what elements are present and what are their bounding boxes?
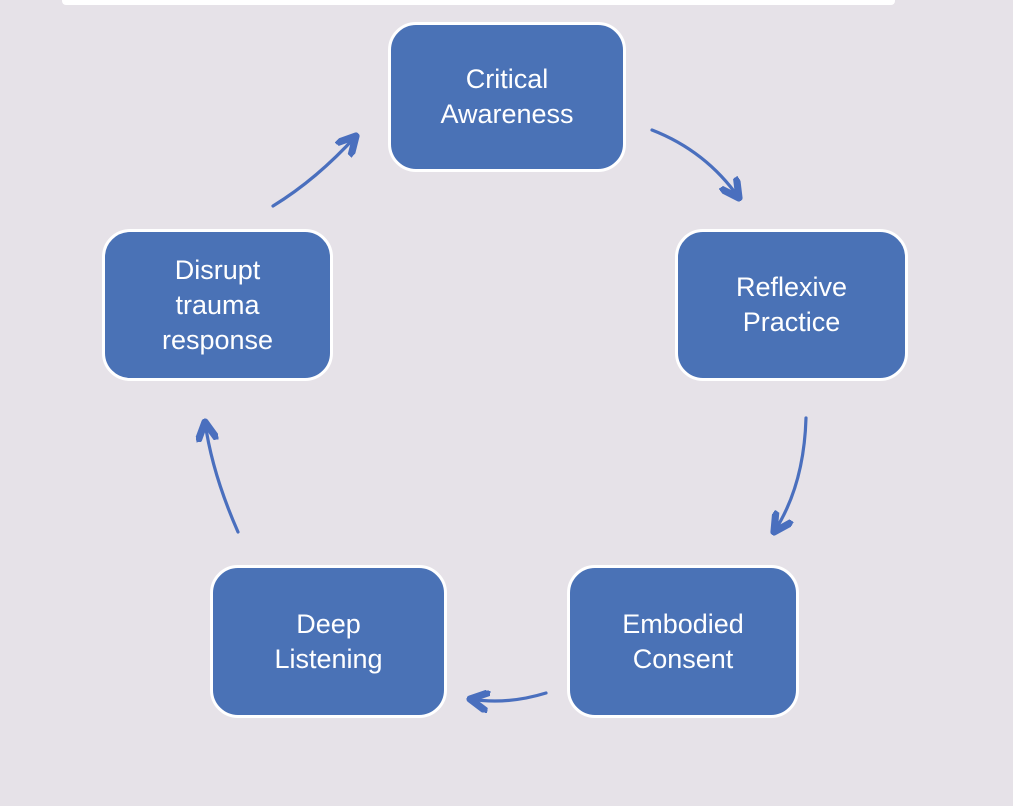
node-label-line: Reflexive — [735, 272, 848, 302]
node-label-line: Practice — [742, 307, 841, 337]
node-label-line: Listening — [274, 643, 383, 674]
node-reflexive-practice: Reflexive Practice — [675, 229, 908, 381]
arrow-embodied-consent-to-deep-listening — [470, 693, 548, 701]
node-label-line: Critical — [465, 64, 549, 94]
node-disrupt-trauma-response: Disrupt trauma response — [102, 229, 333, 381]
node-critical-awareness: Critical Awareness — [388, 22, 626, 172]
node-embodied-consent: Embodied Consent — [567, 565, 799, 718]
node-label-line: Disrupt — [174, 254, 261, 285]
node-label-line: Consent — [632, 643, 734, 674]
node-label-line: Deep — [296, 608, 361, 639]
cropped-shape-top-edge — [62, 0, 895, 5]
arrow-deep-listening-to-disrupt-trauma-response — [205, 422, 240, 534]
node-label-line: Embodied — [622, 608, 744, 639]
node-deep-listening: Deep Listening — [210, 565, 447, 718]
node-label-line: Awareness — [440, 99, 574, 129]
arrow-disrupt-trauma-response-to-critical-awareness — [271, 136, 356, 208]
arrow-critical-awareness-to-reflexive-practice — [650, 128, 739, 198]
node-label-line: trauma — [175, 289, 260, 320]
node-label-line: response — [161, 324, 274, 355]
arrow-reflexive-practice-to-embodied-consent — [774, 416, 808, 532]
